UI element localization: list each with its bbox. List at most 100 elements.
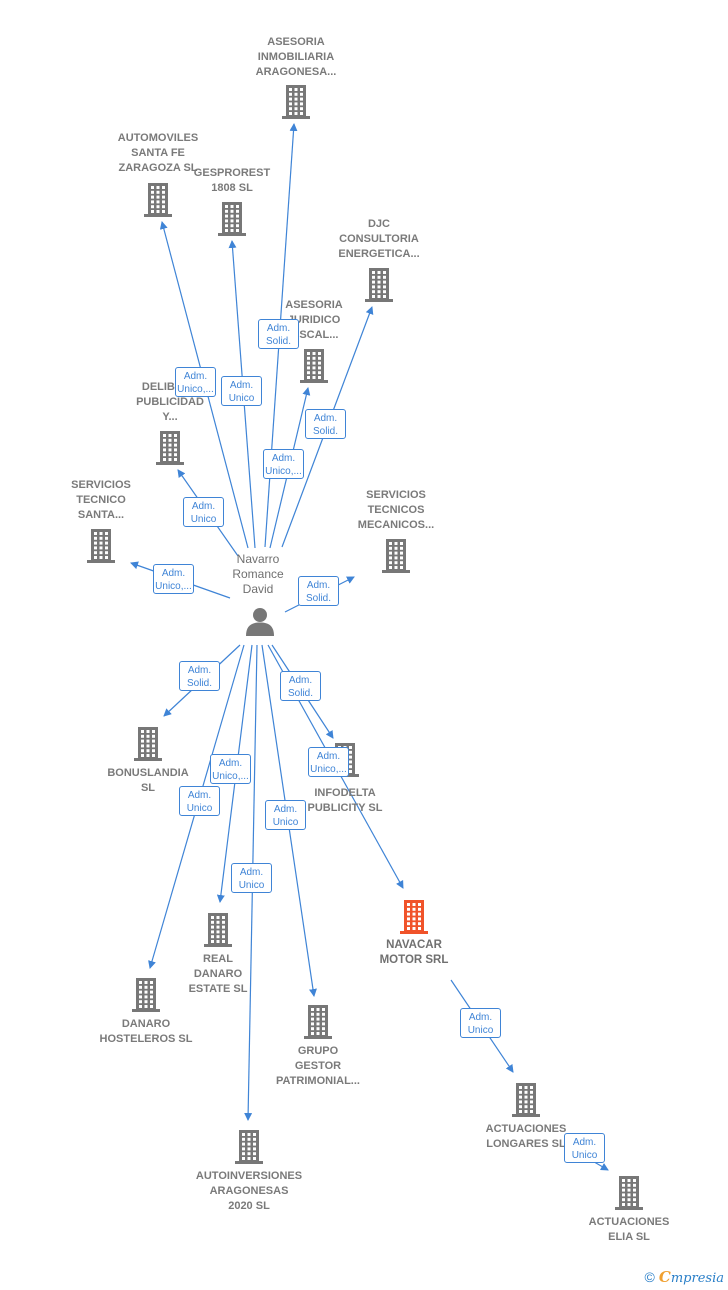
company-label-infodelta-line: PUBLICITY SL [307,802,383,814]
company-node-navacar[interactable] [399,899,429,940]
role-badge-line: Adm. [572,1137,597,1148]
company-label-djc-consultoria-line: DJC [367,218,391,230]
company-label-infodelta-line: INFODELTA [314,787,376,799]
building-icon [204,913,232,947]
role-badge-bonuslandia[interactable]: Adm.Solid. [179,661,220,691]
company-label-navacar-line: NAVACAR [386,939,442,951]
role-badge-line: Adm. [306,580,331,591]
role-badge-line: Adm. [187,790,212,801]
role-badge-delibera-publicidad[interactable]: Adm.Unico [183,497,224,527]
company-node-bonuslandia[interactable] [133,726,163,767]
company-node-delibera-publicidad[interactable] [155,430,185,471]
company-label-servicios-tecnicos-mecanicos-line: SERVICIOS [366,489,426,501]
role-badge-line: Adm. [468,1012,493,1023]
company-label-delibera-publicidad-line: Y... [162,411,178,423]
company-label-actuaciones-longares-line: LONGARES SL [486,1138,566,1150]
company-label-autoinversiones-line: 2020 SL [228,1200,270,1212]
company-node-asesoria-juridico[interactable] [299,348,329,389]
person-name-line: David [242,582,274,596]
company-node-djc-consultoria[interactable] [364,267,394,308]
company-node-gesprorest[interactable] [217,201,247,242]
company-node-autoinversiones[interactable] [234,1129,264,1170]
company-label-automoviles-santa-fe-line: SANTA FE [131,147,185,159]
company-label-infodelta: INFODELTA PUBLICITY SL [308,786,383,816]
role-badge-line: Unico [228,393,255,404]
role-badge-autoinversiones[interactable]: Adm.Unico [231,863,272,893]
company-label-asesoria-inmobiliaria-line: ASESORIA [267,36,325,48]
role-badge-infodelta[interactable]: Adm.Solid. [280,671,321,701]
role-badge-line: Unico,... [310,764,347,775]
company-node-actuaciones-longares[interactable] [511,1082,541,1123]
brand-footer[interactable]: © Cmpresia [644,1268,724,1286]
role-badge-line: Solid. [312,426,338,437]
company-label-real-danaro-line: REAL [203,953,233,965]
company-label-actuaciones-elia-line: ACTUACIONES [588,1216,670,1228]
role-badge-line: Adm. [183,371,208,382]
role-badge-line: Unico,... [212,771,249,782]
role-badge-line: Unico,... [155,581,192,592]
company-node-danaro-hosteleros[interactable] [131,977,161,1018]
brand-name: mpresia [670,1271,724,1286]
role-badge-asesoria-inmobiliaria[interactable]: Adm.Solid. [258,319,299,349]
company-label-gesprorest-line: GESPROREST [193,167,271,179]
role-badge-danaro-hosteleros[interactable]: Adm.Unico [179,786,220,816]
role-badge-djc-consultoria[interactable]: Adm.Solid. [305,409,346,439]
company-label-automoviles-santa-fe-line: ZARAGOZA SL [118,162,198,174]
person-icon [246,608,274,636]
role-badge-line: Adm. [218,758,243,769]
role-badge-line: Adm. [187,665,212,676]
building-icon [132,978,160,1012]
role-badge-line: Adm. [316,751,341,762]
role-badge-line: Unico [571,1150,598,1161]
company-label-autoinversiones-line: AUTOINVERSIONES [195,1170,303,1182]
role-badge-asesoria-juridico[interactable]: Adm.Unico,... [263,449,304,479]
company-label-automoviles-santa-fe-line: AUTOMOVILES [117,132,199,144]
role-badge-grupo-gestor[interactable]: Adm.Unico [265,800,306,830]
role-badge-real-danaro[interactable]: Adm. Unico,... [210,754,251,784]
role-badge-gesprorest[interactable]: Adm. Unico [221,376,262,406]
company-label-servicios-tecnico-santa-line: TECNICO [76,494,126,506]
company-label-djc-consultoria-line: CONSULTORIA [339,233,419,245]
building-icon [400,900,428,934]
company-node-automoviles-santa-fe[interactable] [143,182,173,223]
company-label-djc-consultoria-line: ENERGETICA... [338,248,420,260]
role-badge-servicios-tecnicos-mecanicos[interactable]: Adm.Solid. [298,576,339,606]
person-node[interactable] [245,607,275,642]
company-node-actuaciones-elia[interactable] [614,1175,644,1216]
company-label-bonuslandia-line: BONUSLANDIA [107,767,189,779]
building-icon [512,1083,540,1117]
role-badge-actuaciones-longares[interactable]: Adm.Unico [460,1008,501,1038]
company-node-real-danaro[interactable] [203,912,233,953]
company-label-asesoria-juridico-line: FISCAL... [289,329,339,341]
company-label-asesoria-inmobiliaria-line: INMOBILIARIA [257,51,335,63]
role-badge-line: Solid. [265,336,291,347]
role-badge-line: Adm. [229,380,254,391]
role-badge-line: Unico,... [265,466,302,477]
company-label-asesoria-juridico-line: ASESORIA [285,299,343,311]
role-badge-automoviles-santa-fe[interactable]: Adm.Unico,... [175,367,216,397]
company-node-asesoria-inmobiliaria[interactable] [281,84,311,125]
company-label-real-danaro-line: ESTATE SL [188,983,248,995]
company-label-gesprorest: GESPROREST 1808 SL [194,166,270,196]
company-label-autoinversiones-line: ARAGONESAS [209,1185,289,1197]
company-label-gesprorest-line: 1808 SL [211,182,253,194]
company-label-servicios-tecnicos-mecanicos-line: MECANICOS... [357,519,435,531]
role-badge-navacar[interactable]: Adm. Unico,... [308,747,349,777]
company-label-danaro-hosteleros-line: HOSTELEROS SL [99,1033,193,1045]
brand-initial: C [658,1268,671,1286]
company-node-grupo-gestor[interactable] [303,1004,333,1045]
company-label-grupo-gestor-line: GESTOR [294,1060,342,1072]
role-badge-actuaciones-elia[interactable]: Adm. Unico [564,1133,605,1163]
company-node-servicios-tecnicos-mecanicos[interactable] [381,538,411,579]
company-node-servicios-tecnico-santa[interactable] [86,528,116,569]
role-badge-line: Unico [238,880,265,891]
building-icon [134,727,162,761]
role-badge-servicios-tecnico-santa[interactable]: Adm.Unico,... [153,564,194,594]
company-label-autoinversiones: AUTOINVERSIONES ARAGONESAS 2020 SL [196,1169,302,1214]
